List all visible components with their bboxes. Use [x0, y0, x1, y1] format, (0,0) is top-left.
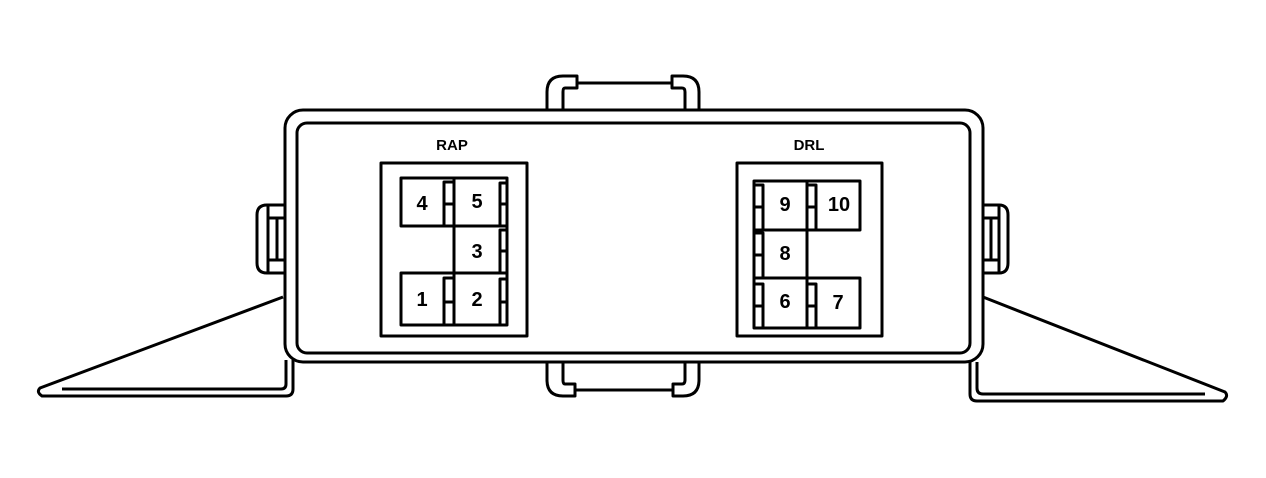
- rap-cavity-label: 4: [416, 193, 428, 215]
- rap-cavity-2: [452, 271, 509, 327]
- drl-cavity-label: 10: [828, 194, 850, 216]
- drl-connector: [735, 161, 884, 338]
- right-side-clip: [983, 203, 1010, 275]
- rap-connector: [379, 161, 529, 338]
- drl-cavity-7: [805, 276, 862, 330]
- bottom-latch: [545, 362, 701, 398]
- drl-cavity-label: 8: [779, 243, 790, 265]
- left-mounting-bracket: [36, 295, 295, 398]
- drl-cavity-label: 6: [779, 291, 790, 313]
- drl-connector-label: DRL: [794, 137, 825, 154]
- rap-cavity-label: 2: [471, 289, 482, 311]
- drl-cavity-label: 9: [779, 194, 790, 216]
- rap-connector-label: RAP: [436, 137, 468, 154]
- outer-housing: [283, 108, 985, 364]
- inner-housing-face: [295, 121, 972, 355]
- rap-cavity-label: 1: [416, 289, 427, 311]
- top-latch: [545, 74, 701, 110]
- drl-cavity-label: 7: [832, 292, 843, 314]
- rap-cavity-label: 3: [471, 241, 482, 263]
- right-mounting-bracket: [968, 295, 1229, 403]
- rap-cavity-label: 5: [471, 191, 482, 213]
- left-side-clip: [255, 203, 285, 275]
